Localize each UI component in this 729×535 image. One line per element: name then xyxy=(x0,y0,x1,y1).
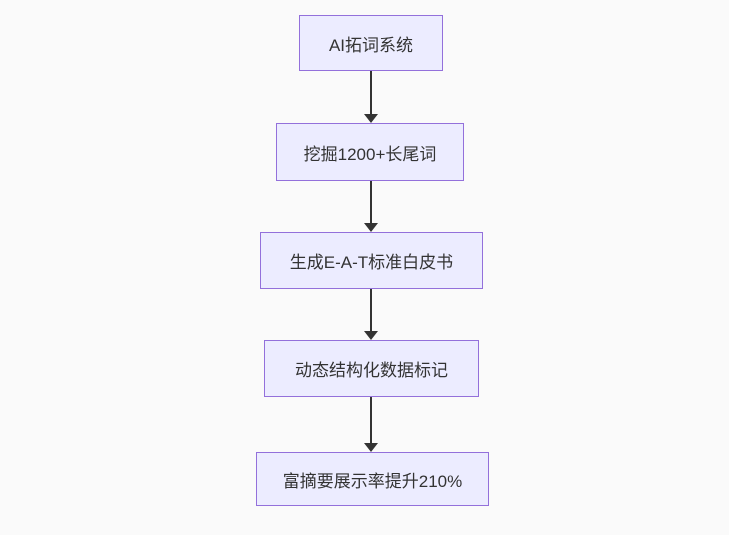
arrow-line xyxy=(370,181,372,225)
flow-node-label: 生成E-A-T标准白皮书 xyxy=(289,253,454,272)
flow-node-ai-word-system: AI拓词系统 xyxy=(299,15,443,71)
flow-arrow-4 xyxy=(364,397,378,452)
arrowhead-down-icon xyxy=(364,443,378,452)
flow-node-label: AI拓词系统 xyxy=(328,35,414,55)
arrowhead-down-icon xyxy=(364,223,378,232)
arrow-line xyxy=(370,397,372,445)
flow-arrow-2 xyxy=(364,181,378,232)
arrowhead-down-icon xyxy=(364,331,378,340)
flow-node-longtail-words: 挖掘1200+长尾词 xyxy=(276,123,464,181)
flow-node-label: 动态结构化数据标记 xyxy=(295,361,448,380)
flow-arrow-3 xyxy=(364,289,378,340)
arrowhead-down-icon xyxy=(364,114,378,123)
arrow-line xyxy=(370,289,372,333)
flow-arrow-1 xyxy=(364,71,378,123)
flow-node-rich-snippet-result: 富摘要展示率提升210% xyxy=(256,452,489,506)
flow-node-structured-data: 动态结构化数据标记 xyxy=(264,340,479,397)
arrow-line xyxy=(370,71,372,116)
flow-node-eat-whitepaper: 生成E-A-T标准白皮书 xyxy=(260,232,483,289)
flow-node-label: 富摘要展示率提升210% xyxy=(282,471,463,491)
flow-node-label: 挖掘1200+长尾词 xyxy=(303,144,437,164)
